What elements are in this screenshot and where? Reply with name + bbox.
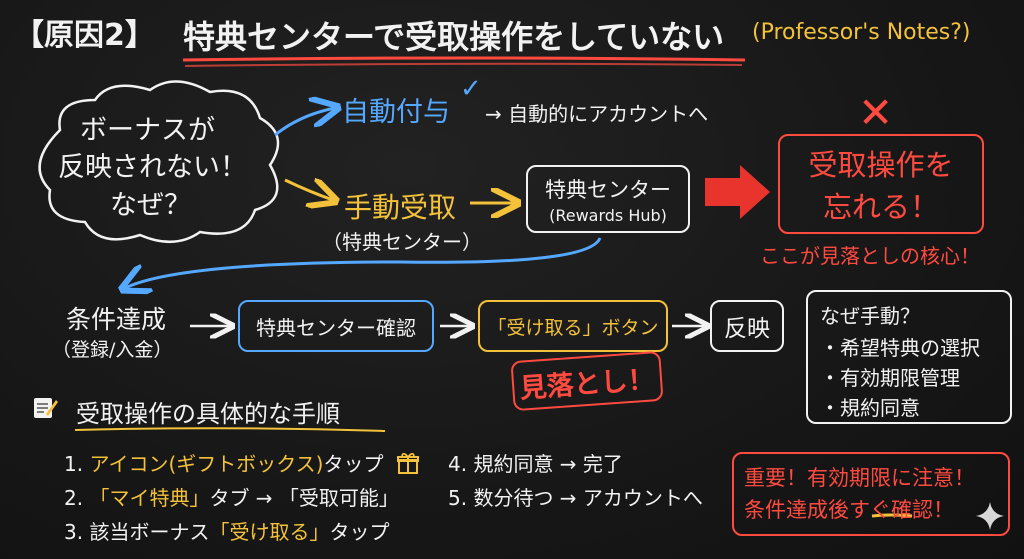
cross-icon: ✕ bbox=[858, 88, 894, 137]
step-5-text: 数分待つ → アカウントへ bbox=[473, 486, 703, 510]
manual-arrow bbox=[284, 180, 333, 200]
forget-line-1: 受取操作を bbox=[808, 148, 954, 182]
step-3-num: 3. bbox=[64, 520, 84, 544]
step-4-text: 規約同意 → 完了 bbox=[473, 452, 623, 476]
why-manual-box: なぜ手動？ ・希望特典の選択 ・有効期限管理 ・規約同意 bbox=[806, 290, 1012, 424]
step-1-num: 1. bbox=[64, 452, 84, 476]
hub-line-2: (Rewards Hub) bbox=[549, 205, 667, 225]
forget-box: 受取操作を 忘れる！ bbox=[778, 134, 984, 234]
warning-line-2: 条件達成後すぐ確認！ bbox=[744, 498, 954, 522]
flow-step-4-box: 反映 bbox=[710, 300, 784, 352]
flow-step-2: 特典センター確認 bbox=[256, 315, 416, 340]
step-3-text-hl: 「受け取る」 bbox=[209, 520, 330, 544]
title-underline-2 bbox=[184, 62, 743, 67]
cloud-line-3: なぜ？ bbox=[110, 190, 191, 221]
flow-step-1-sub: （登録/入金） bbox=[52, 339, 173, 361]
procedure-step-2: 2. 「マイ特典」タブ → 「受取可能」 bbox=[64, 482, 399, 511]
flow-step-4: 反映 bbox=[724, 316, 770, 342]
page-title: 特典センターで受取操作をしていない bbox=[183, 18, 725, 56]
sparkle-icon bbox=[976, 502, 1004, 534]
warning-line-1: 重要！有効期限に注意！ bbox=[744, 466, 975, 490]
flow-step-2-box: 特典センター確認 bbox=[238, 300, 434, 352]
auto-label: 自動付与 bbox=[342, 97, 450, 128]
step-2-num: 2. bbox=[64, 486, 84, 510]
big-red-arrow bbox=[705, 165, 770, 219]
step-3-text-b: タップ bbox=[329, 520, 390, 544]
procedure-step-5: 5. 数分待つ → アカウントへ bbox=[448, 482, 703, 511]
flow-step-3-box: 「受け取る」ボタン bbox=[478, 300, 668, 352]
step-4-num: 4. bbox=[448, 452, 468, 476]
rewards-hub-box: 特典センター (Rewards Hub) bbox=[526, 165, 690, 233]
step-3-text-a: 該当ボーナス bbox=[89, 520, 210, 544]
step-2-text-b: タブ → 「受取可能」 bbox=[209, 486, 399, 510]
why-title: なぜ手動？ bbox=[820, 304, 920, 328]
auto-arrow bbox=[274, 108, 335, 137]
hub-line-1: 特典センター bbox=[545, 177, 671, 202]
step-2-text-a: 「マイ特典」 bbox=[89, 486, 210, 510]
manual-label: 手動受取 bbox=[344, 191, 457, 224]
step-5-num: 5. bbox=[448, 486, 468, 510]
why-item-1: ・希望特典の選択 bbox=[820, 336, 980, 360]
step-1-text-b: タップ bbox=[323, 452, 384, 476]
why-item-3: ・規約同意 bbox=[820, 396, 920, 420]
cloud-line-1: ボーナスが bbox=[80, 115, 215, 146]
missed-stamp: 見落とし！ bbox=[510, 350, 664, 412]
forget-line-2: 忘れる！ bbox=[822, 190, 939, 224]
check-icon: ✓ bbox=[460, 74, 482, 104]
forget-caption: ここが見落としの核心！ bbox=[760, 244, 980, 268]
procedure-step-3: 3. 該当ボーナス「受け取る」タップ bbox=[64, 516, 389, 545]
procedure-step-1: 1. アイコン(ギフトボックス)タップ bbox=[64, 448, 420, 480]
title-underline bbox=[182, 56, 746, 62]
manual-sub: （特典センター） bbox=[322, 230, 482, 254]
title-note: (Professor's Notes?) bbox=[752, 20, 971, 45]
gift-box-icon bbox=[396, 451, 420, 480]
warning-box: 重要！有効期限に注意！ 条件達成後すぐ確認！ bbox=[732, 452, 1010, 536]
flow-step-3: 「受け取る」ボタン bbox=[487, 316, 659, 339]
procedure-heading: 受取操作の具体的な手順 bbox=[76, 400, 340, 428]
cloud-line-2: 反映されない！ bbox=[58, 152, 247, 183]
pencil-icon bbox=[32, 394, 58, 420]
missed-text: 見落とし！ bbox=[518, 363, 656, 405]
title-bracket-label: 【原因2】 bbox=[14, 18, 155, 53]
procedure-step-4: 4. 規約同意 → 完了 bbox=[448, 448, 623, 477]
auto-result: → 自動的にアカウントへ bbox=[485, 102, 709, 126]
why-item-2: ・有効期限管理 bbox=[820, 366, 960, 390]
step-1-text-a: アイコン(ギフトボックス) bbox=[89, 452, 324, 476]
flow-step-1: 条件達成 bbox=[66, 305, 167, 334]
